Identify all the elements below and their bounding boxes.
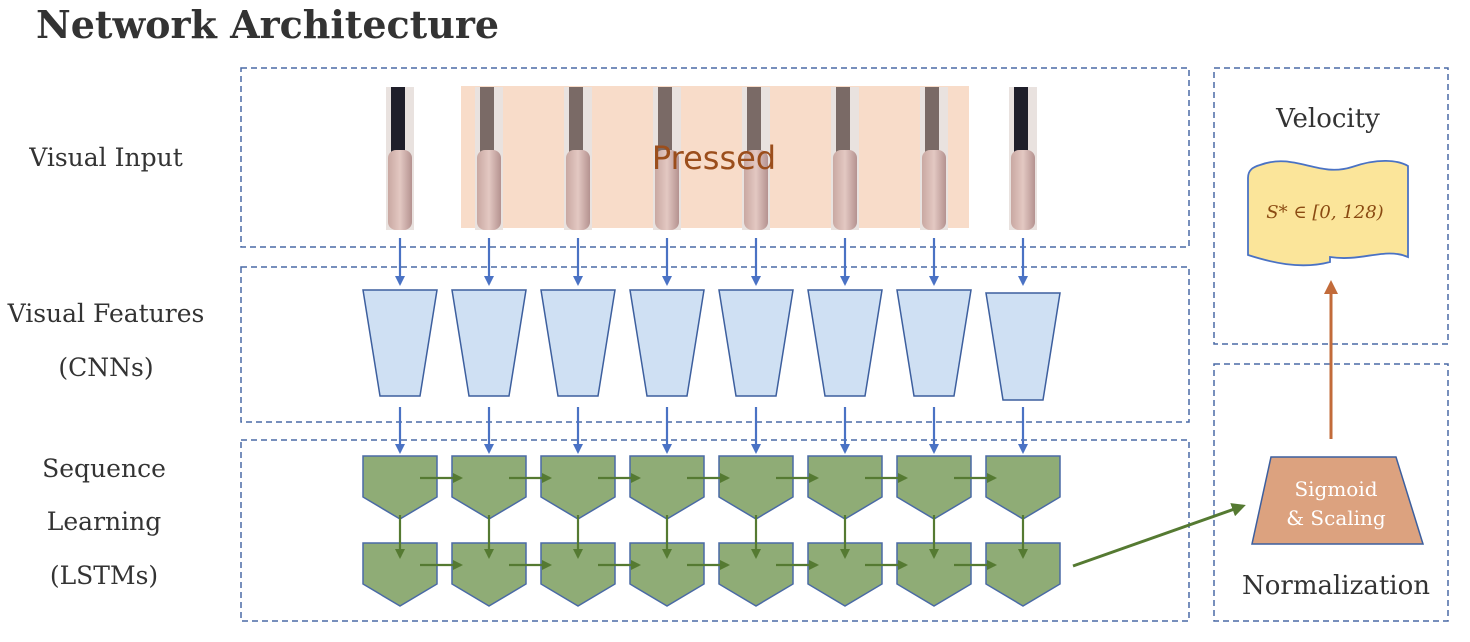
frame-2 bbox=[475, 87, 503, 230]
key-edge bbox=[747, 87, 761, 157]
lstm-cell-l1-4 bbox=[629, 455, 705, 520]
cnn-block-5 bbox=[718, 289, 794, 397]
sigmoid-label: Sigmoid bbox=[1294, 477, 1377, 501]
finger-shape bbox=[1011, 150, 1035, 230]
key-edge bbox=[1014, 87, 1028, 157]
video-frames bbox=[386, 87, 1037, 230]
normalization-panel bbox=[1213, 363, 1449, 622]
label-lstms: (LSTMs) bbox=[50, 561, 158, 590]
cnn-to-lstm-arrows bbox=[395, 407, 1028, 454]
cnn-blocks bbox=[362, 289, 1061, 401]
lstm-cell-l2-4 bbox=[629, 542, 705, 607]
lstm-cell-l2-8 bbox=[985, 542, 1061, 607]
lstm-cell-l1-2 bbox=[451, 455, 527, 520]
frame-5 bbox=[742, 87, 770, 230]
frame-1 bbox=[386, 87, 414, 230]
label-learning: Learning bbox=[47, 507, 161, 536]
visual-input-panel bbox=[240, 67, 1190, 248]
cnn-block-1 bbox=[362, 289, 438, 397]
lstm-to-normalization-arrow bbox=[1072, 503, 1246, 568]
frame-3 bbox=[564, 87, 592, 230]
page-title: Network Architecture bbox=[36, 2, 499, 47]
cnn-block-8 bbox=[985, 292, 1061, 401]
label-visual-features: Visual Features bbox=[7, 299, 205, 328]
key-edge bbox=[836, 87, 850, 157]
lstm-cell-l1-1 bbox=[362, 455, 438, 520]
key-edge bbox=[480, 87, 494, 157]
finger-shape bbox=[922, 150, 946, 230]
key-edge bbox=[658, 87, 672, 157]
lstm-cell-l2-7 bbox=[896, 542, 972, 607]
velocity-formula: S* ∈ [0, 128) bbox=[1266, 202, 1383, 223]
lstm-cell-l2-3 bbox=[540, 542, 616, 607]
lstm-cell-l1-8 bbox=[985, 455, 1061, 520]
frame-4 bbox=[653, 87, 681, 230]
velocity-output-shape bbox=[1247, 159, 1409, 267]
key-edge bbox=[569, 87, 583, 157]
sigmoid-scaling-block bbox=[1251, 456, 1425, 545]
input-to-cnn-arrows bbox=[395, 238, 1028, 286]
lstm-cell-l2-1 bbox=[362, 542, 438, 607]
normalization-label: Normalization bbox=[1242, 571, 1430, 601]
cnn-block-2 bbox=[451, 289, 527, 397]
sequence-learning-panel bbox=[240, 439, 1190, 622]
key-edge bbox=[925, 87, 939, 157]
key-edge bbox=[391, 87, 405, 157]
label-cnns: (CNNs) bbox=[58, 353, 153, 382]
lstm-cell-l2-5 bbox=[718, 542, 794, 607]
scaling-label: & Scaling bbox=[1286, 506, 1386, 530]
lstm-blocks bbox=[362, 455, 1061, 607]
pressed-band bbox=[461, 86, 969, 228]
finger-shape bbox=[744, 150, 768, 230]
cnn-block-6 bbox=[807, 289, 883, 397]
finger-shape bbox=[388, 150, 412, 230]
label-visual-input: Visual Input bbox=[28, 143, 183, 172]
cnn-block-3 bbox=[540, 289, 616, 397]
cnn-block-7 bbox=[896, 289, 972, 397]
frame-8 bbox=[1009, 87, 1037, 230]
lstm-cell-l2-6 bbox=[807, 542, 883, 607]
finger-shape bbox=[566, 150, 590, 230]
velocity-panel bbox=[1213, 67, 1449, 345]
frame-7 bbox=[920, 87, 948, 230]
frame-6 bbox=[831, 87, 859, 230]
visual-features-panel bbox=[240, 266, 1190, 423]
label-sequence: Sequence bbox=[42, 454, 166, 483]
cnn-block-4 bbox=[629, 289, 705, 397]
lstm-cell-l1-7 bbox=[896, 455, 972, 520]
finger-shape bbox=[833, 150, 857, 230]
lstm-cell-l1-5 bbox=[718, 455, 794, 520]
finger-shape bbox=[655, 150, 679, 230]
lstm-cell-l2-2 bbox=[451, 542, 527, 607]
lstm-cell-l1-3 bbox=[540, 455, 616, 520]
pressed-label: Pressed bbox=[652, 139, 776, 177]
lstm-cell-l1-6 bbox=[807, 455, 883, 520]
finger-shape bbox=[477, 150, 501, 230]
velocity-label: Velocity bbox=[1275, 104, 1380, 134]
